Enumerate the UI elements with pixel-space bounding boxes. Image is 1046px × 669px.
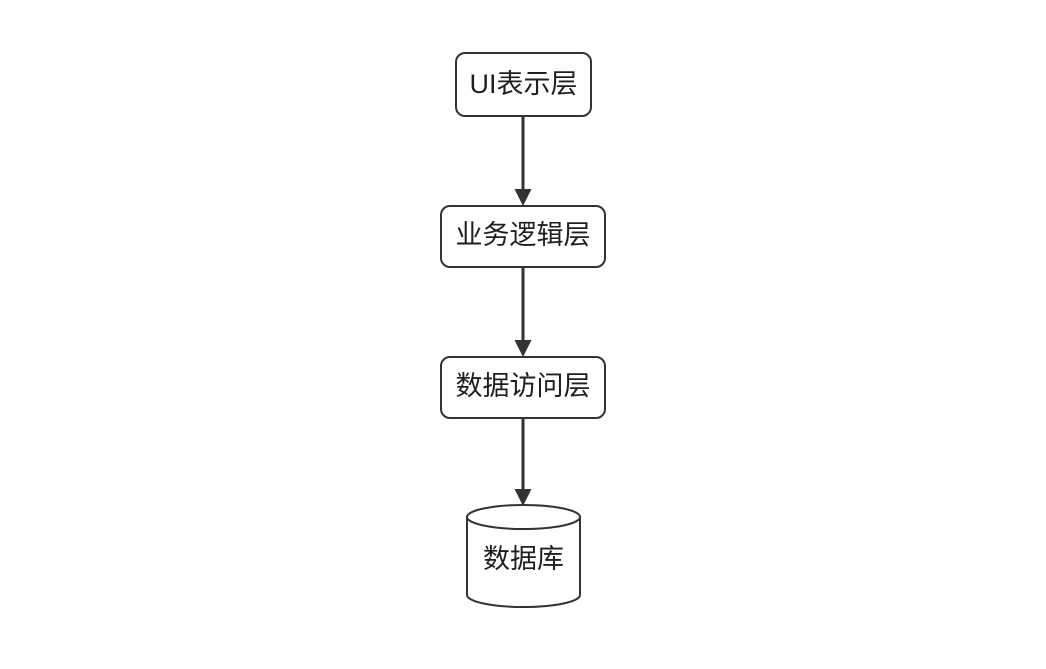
node-ui-layer[interactable]: UI表示层 — [455, 52, 592, 117]
node-business-layer[interactable]: 业务逻辑层 — [440, 205, 606, 268]
node-data-access-layer[interactable]: 数据访问层 — [440, 356, 606, 419]
node-ui-layer-label: UI表示层 — [470, 69, 578, 99]
node-data-access-layer-shape[interactable] — [440, 356, 606, 419]
node-database-cylinder-top[interactable] — [466, 504, 581, 530]
edge-business-to-data-access-arrowhead — [514, 340, 532, 357]
node-database-cylinder-body[interactable] — [466, 516, 581, 609]
edge-ui-to-business-arrowhead — [514, 189, 532, 206]
node-ui-layer-shape[interactable] — [455, 52, 592, 117]
node-data-access-layer-label: 数据访问层 — [456, 371, 591, 401]
node-business-layer-shape[interactable] — [440, 205, 606, 268]
node-database-label: 数据库 — [483, 544, 564, 574]
node-database[interactable]: 数据库 — [466, 504, 581, 609]
edge-data-access-to-database — [514, 418, 532, 506]
edge-ui-to-business — [514, 117, 532, 206]
node-business-layer-label: 业务逻辑层 — [456, 220, 591, 250]
edge-business-to-data-access — [514, 267, 532, 357]
edge-data-access-to-database-arrowhead — [514, 489, 532, 506]
